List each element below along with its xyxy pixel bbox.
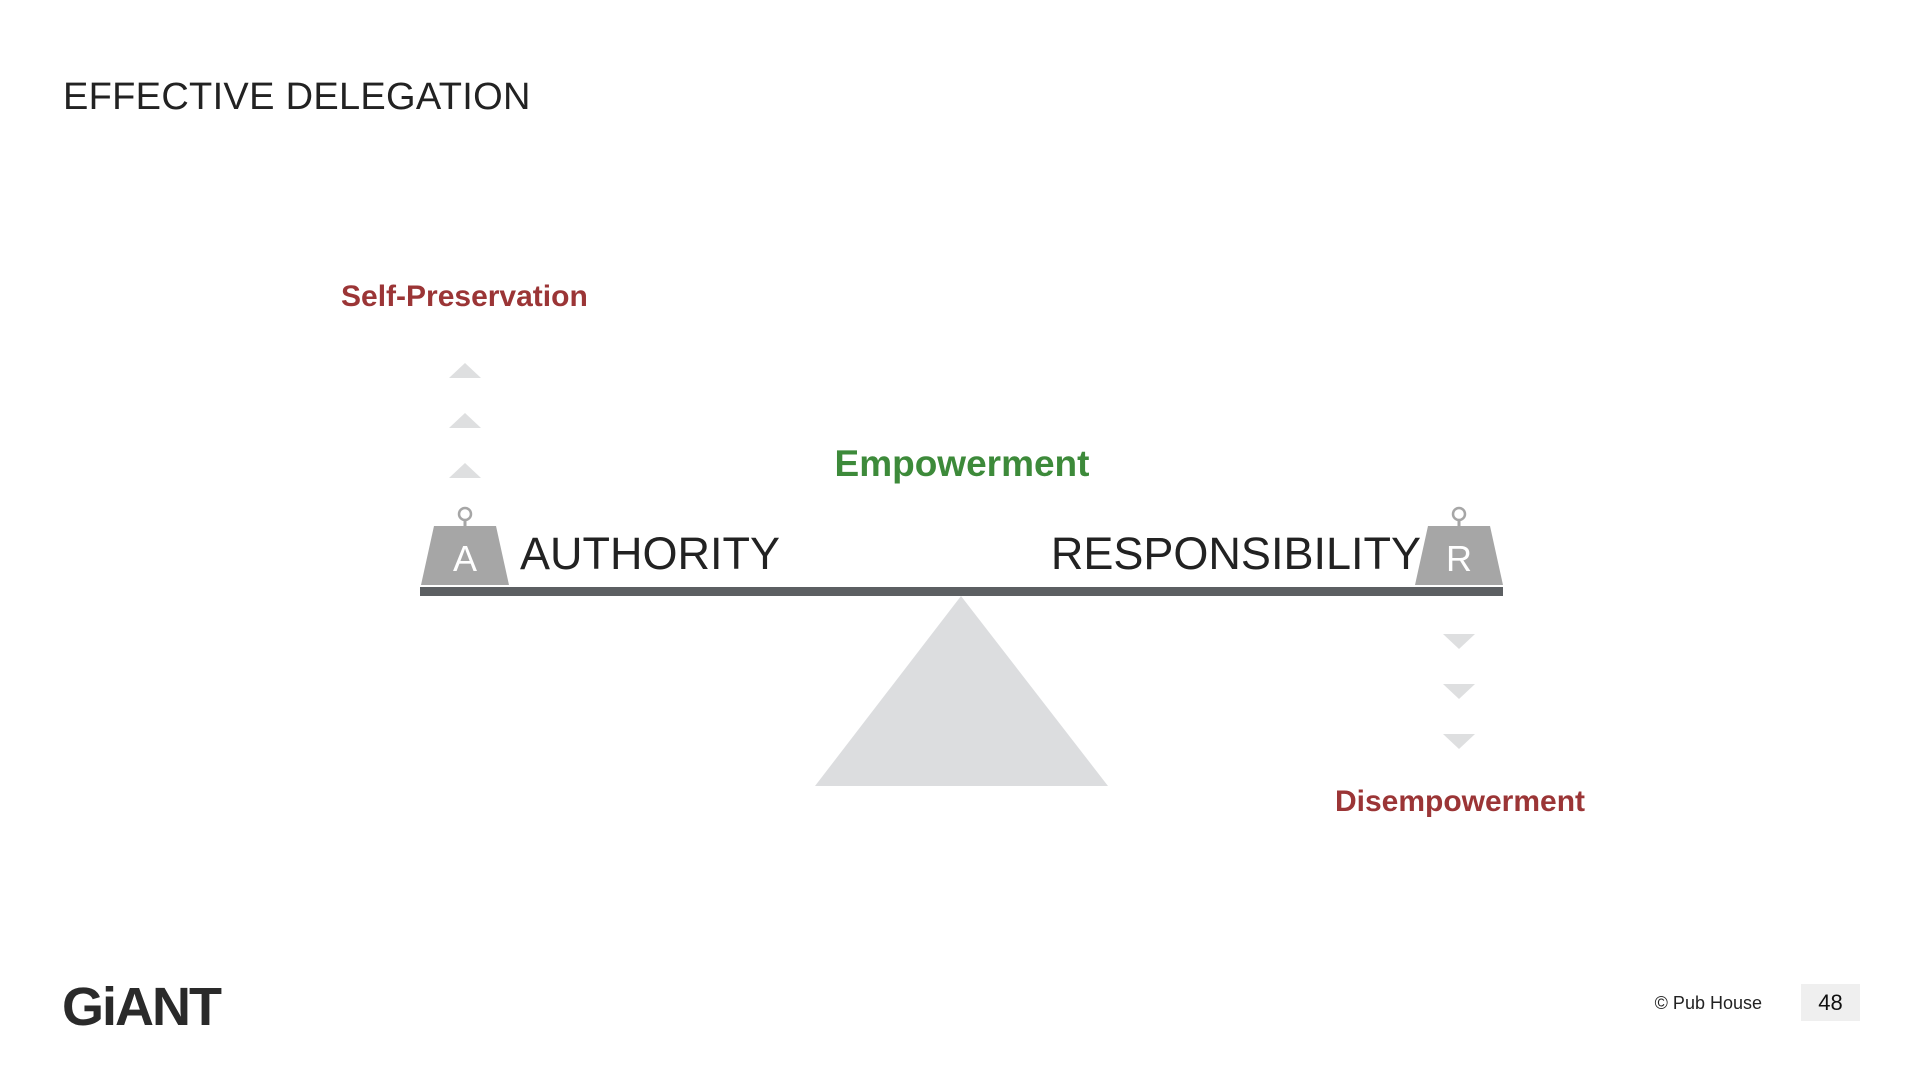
down-arrow-icon: [1443, 734, 1475, 749]
weight-icon: [1415, 526, 1503, 585]
giant-logo: GiANT: [62, 977, 222, 1037]
up-arrow-icon: [449, 413, 481, 428]
fulcrum-triangle: [815, 596, 1108, 786]
responsibility-label: RESPONSIBILITY: [1051, 528, 1421, 579]
page-number: 48: [1801, 984, 1860, 1021]
weight-letter-r: R: [1446, 538, 1472, 579]
up-arrow-icon: [449, 363, 481, 378]
copyright-text: © Pub House: [1654, 993, 1762, 1013]
empowerment-label: Empowerment: [835, 443, 1090, 484]
balance-beam: [420, 587, 1503, 596]
authority-weight: A: [421, 506, 509, 585]
responsibility-weight: R: [1415, 506, 1503, 585]
disempowerment-label: Disempowerment: [1335, 785, 1585, 818]
slide-title: EFFECTIVE DELEGATION: [63, 76, 531, 118]
weight-ring-icon: [1451, 506, 1467, 522]
self-preservation-label: Self-Preservation: [341, 280, 588, 313]
weight-letter-a: A: [453, 538, 477, 579]
down-arrow-icon: [1443, 684, 1475, 699]
up-arrow-icon: [449, 463, 481, 478]
weight-icon: [421, 526, 509, 585]
down-arrow-icon: [1443, 634, 1475, 649]
authority-label: AUTHORITY: [520, 528, 780, 579]
weight-ring-icon: [457, 506, 473, 522]
